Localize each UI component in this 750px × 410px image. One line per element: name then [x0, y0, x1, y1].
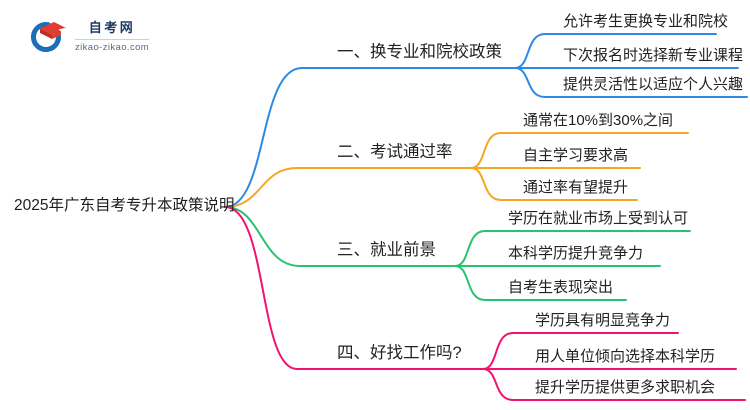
branch3-child3-line — [454, 265, 627, 301]
branch2-child1: 通常在10%到30%之间 — [523, 112, 674, 129]
logo-site-name: 自考网 — [88, 20, 136, 35]
graduation-cap-icon — [31, 22, 66, 52]
branch2-child3: 通过率有望提升 — [523, 179, 629, 196]
branch4-trunk-line — [224, 206, 484, 370]
branch3-child1-line — [454, 230, 691, 267]
branch4-child1: 学历具有明显竞争力 — [535, 312, 671, 329]
branch1-child2: 下次报名时选择新专业课程 — [563, 47, 744, 64]
logo-domain: zikao-zikao.com — [75, 42, 150, 53]
branch3-child1: 学历在就业市场上受到认可 — [508, 210, 689, 227]
branch4-label: 四、好找工作吗? — [337, 344, 462, 362]
branch2-child3-line — [470, 167, 638, 201]
branch1-trunk-line — [224, 67, 516, 208]
branch2-label: 二、考试通过率 — [337, 143, 453, 161]
branch3-wires — [224, 206, 691, 301]
site-logo[interactable]: 自考网 zikao-zikao.com — [31, 17, 150, 53]
branch3-trunk-line — [224, 206, 456, 267]
branch1-child3-line — [514, 67, 748, 98]
branch4-child2: 用人单位倾向选择本科学历 — [535, 348, 716, 365]
branch3-label: 三、就业前景 — [337, 241, 436, 259]
branch4-wires — [224, 206, 746, 401]
branch1-child1-line — [514, 33, 717, 69]
branch1-wires — [224, 33, 748, 208]
branch4-child3-line — [482, 368, 746, 401]
logo-divider — [75, 39, 150, 40]
branch2-trunk-line — [224, 167, 472, 208]
logo-text-block: 自考网 zikao-zikao.com — [75, 17, 150, 53]
branch2-wires — [224, 132, 689, 208]
branch2-child1-line — [470, 132, 689, 169]
branch3-child3: 自考生表现突出 — [508, 279, 614, 296]
branch1-child1: 允许考生更换专业和院校 — [563, 13, 729, 30]
root-node: 2025年广东自考专升本政策说明 — [14, 197, 235, 214]
branch4-child1-line — [482, 332, 679, 370]
branch1-label: 一、换专业和院校政策 — [337, 43, 502, 61]
branch2-child2: 自主学习要求高 — [523, 147, 629, 164]
branch3-child2: 本科学历提升竞争力 — [508, 245, 644, 262]
branch1-child3: 提供灵活性以适应个人兴趣 — [563, 76, 744, 93]
branch4-child3: 提升学历提供更多求职机会 — [535, 379, 716, 396]
